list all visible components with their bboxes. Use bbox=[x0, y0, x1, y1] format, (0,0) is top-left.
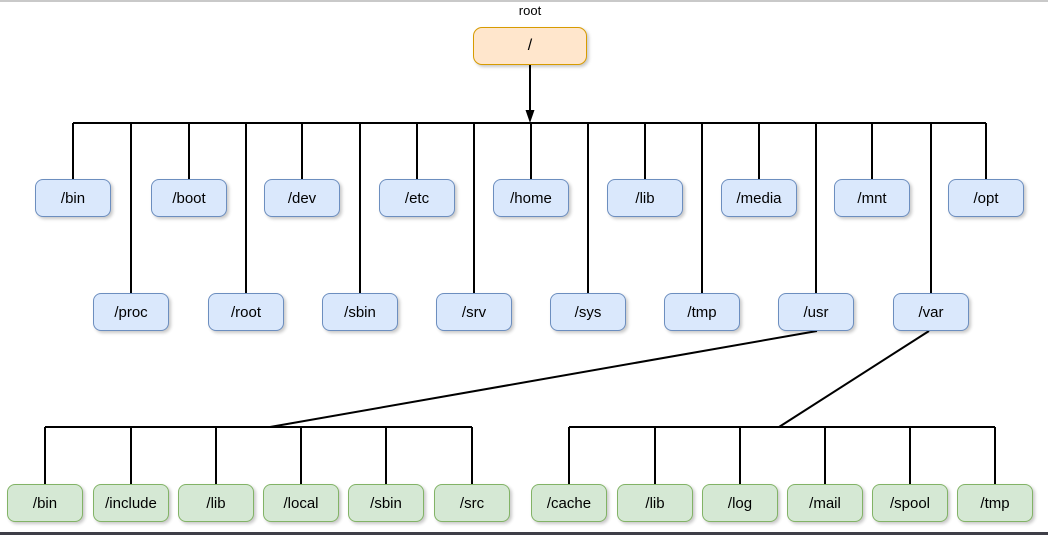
node-var-spool: /spool bbox=[872, 484, 948, 522]
node-boot: /boot bbox=[151, 179, 227, 217]
node-bin: /bin bbox=[35, 179, 111, 217]
node-sys: /sys bbox=[550, 293, 626, 331]
node-srv: /srv bbox=[436, 293, 512, 331]
node-var-lib: /lib bbox=[617, 484, 693, 522]
node-root-dir: /root bbox=[208, 293, 284, 331]
node-usr: /usr bbox=[778, 293, 854, 331]
node-proc: /proc bbox=[93, 293, 169, 331]
node-lib: /lib bbox=[607, 179, 683, 217]
node-dev: /dev bbox=[264, 179, 340, 217]
node-var-log: /log bbox=[702, 484, 778, 522]
var-subtree-connectors bbox=[568, 330, 996, 484]
root-arrow-connector bbox=[525, 65, 535, 123]
node-etc: /etc bbox=[379, 179, 455, 217]
node-root: / bbox=[473, 27, 587, 65]
node-var: /var bbox=[893, 293, 969, 331]
node-usr-bin: /bin bbox=[7, 484, 83, 522]
node-media: /media bbox=[721, 179, 797, 217]
root-caption: root bbox=[518, 3, 542, 18]
node-var-cache: /cache bbox=[531, 484, 607, 522]
node-tmp: /tmp bbox=[664, 293, 740, 331]
level1-level2-connectors bbox=[72, 122, 987, 293]
node-var-mail: /mail bbox=[787, 484, 863, 522]
node-usr-lib: /lib bbox=[178, 484, 254, 522]
node-usr-sbin: /sbin bbox=[348, 484, 424, 522]
top-window-edge bbox=[0, 0, 1048, 2]
node-usr-src: /src bbox=[434, 484, 510, 522]
node-usr-include: /include bbox=[93, 484, 169, 522]
node-usr-local: /local bbox=[263, 484, 339, 522]
node-mnt: /mnt bbox=[834, 179, 910, 217]
node-opt: /opt bbox=[948, 179, 1024, 217]
node-sbin: /sbin bbox=[322, 293, 398, 331]
node-var-tmp: /tmp bbox=[957, 484, 1033, 522]
bottom-window-edge bbox=[0, 532, 1048, 535]
node-home: /home bbox=[493, 179, 569, 217]
usr-subtree-connectors bbox=[44, 330, 818, 484]
